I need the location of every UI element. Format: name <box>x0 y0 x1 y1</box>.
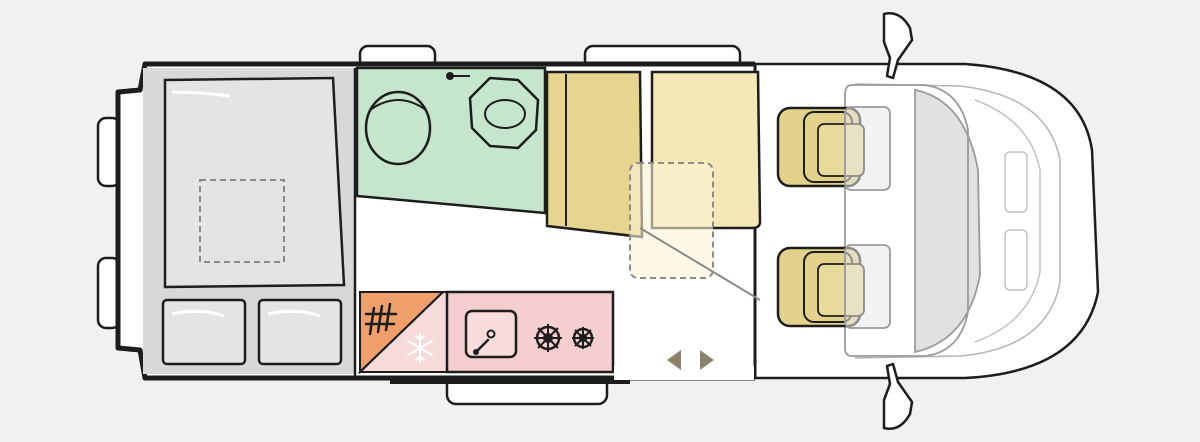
cab-inner-line <box>854 83 1061 359</box>
toilet-icon <box>364 90 432 166</box>
dash-vent-upper <box>1004 151 1028 213</box>
burner-icon <box>534 324 562 352</box>
cab-headliner <box>844 84 969 357</box>
washbasin-icon <box>468 76 540 150</box>
mirror-icon <box>882 12 914 80</box>
cushion-highlight <box>171 309 225 318</box>
sink-icon <box>464 309 518 359</box>
dash-vent-lower <box>1004 229 1028 291</box>
roof-hatch-bed <box>199 179 285 263</box>
bed-highlight <box>171 90 231 98</box>
bench-left <box>545 70 644 239</box>
heater-divider <box>359 291 444 373</box>
sliding-door-arrows-icon <box>667 350 714 370</box>
bed-cushion-right <box>257 298 343 366</box>
mirror-icon <box>882 362 914 430</box>
passenger-seat <box>776 244 891 329</box>
dashboard <box>914 88 981 354</box>
cab-inner-line-2 <box>974 99 1041 343</box>
bed-mattress <box>163 76 346 289</box>
sliding-door-opening <box>614 366 754 380</box>
snowflake-icon <box>407 333 433 363</box>
bed-cushion-left <box>161 298 247 366</box>
table-top <box>629 162 714 279</box>
door-hinge <box>446 72 454 80</box>
table-guide <box>639 227 761 301</box>
burner-icon <box>572 327 594 349</box>
driver-seat <box>776 106 891 191</box>
cushion-highlight <box>267 309 321 318</box>
heater-icon <box>364 302 398 336</box>
